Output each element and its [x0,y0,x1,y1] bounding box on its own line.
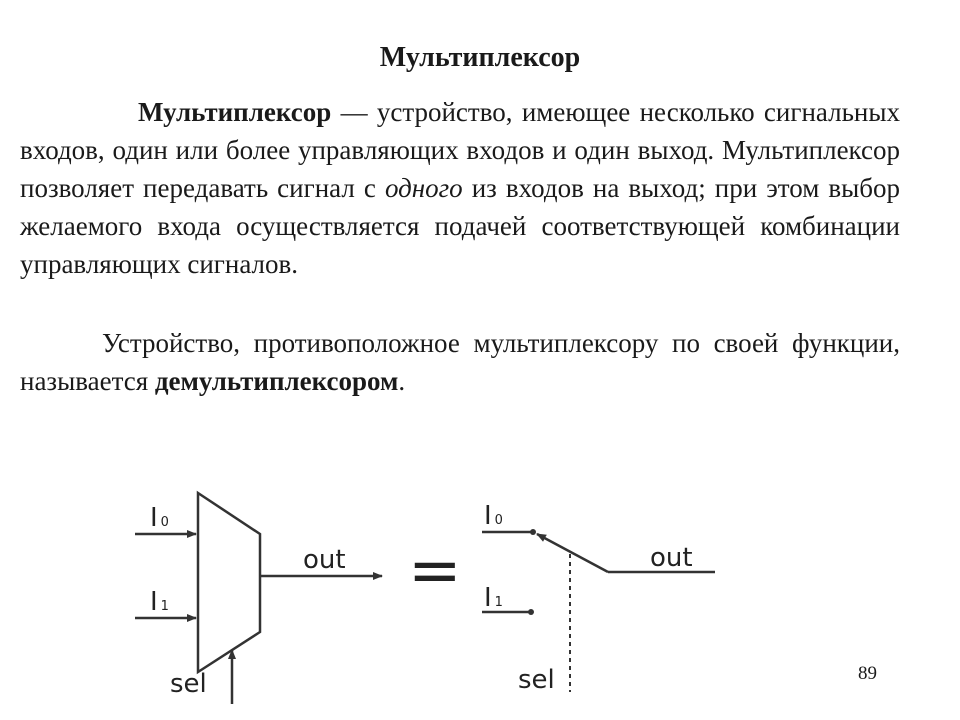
equals-sign: = [408,534,462,608]
slide-title: Мультиплексор [379,42,581,73]
mux-body [196,490,262,675]
switch-select-label: sel [518,665,555,695]
switch-output-label: out [650,543,693,573]
switch-lever [536,532,609,574]
definition-text-part1: — устройство, имеющее несколько сигнальн… [20,97,900,203]
demux-text-part2: . [398,366,406,396]
switch-input0-contact [530,529,536,535]
definition-paragraph: Мультиплексор — устройство, имеющее неск… [20,93,900,283]
mux-select-label: sel [170,669,207,699]
page-number: 89 [858,663,877,684]
switch-input1-contact [528,609,534,615]
italic-word: одного [384,173,463,203]
term-demultiplexer: демультиплексором [154,366,399,396]
demux-text-part1: Устройство, противоположное мультиплексо… [20,328,900,396]
term-multiplexer: Мультиплексор [138,97,332,127]
definition-text-part2: из входов на выход; при этом выбор желае… [20,173,900,279]
mux-output-label: out [303,545,346,575]
demultiplexer-paragraph: Устройство, противоположное мультиплексо… [20,324,900,400]
